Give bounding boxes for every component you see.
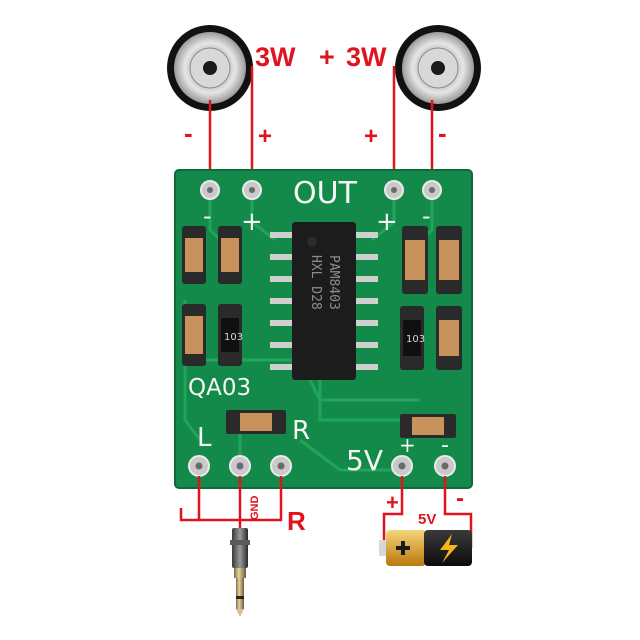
- speaker-right-minus: -: [438, 118, 447, 148]
- speaker-left: [167, 25, 253, 111]
- speaker-left-plus: +: [258, 123, 272, 150]
- out-label: OUT: [293, 176, 358, 211]
- battery-plus-label: +: [386, 490, 399, 515]
- input-r-label: R: [292, 416, 310, 446]
- input-l-label: L: [197, 423, 212, 453]
- out-minus-left: -: [203, 202, 212, 230]
- board-model-label: QA03: [188, 375, 251, 401]
- speaker-left-center: [203, 61, 217, 75]
- speaker-left-minus: -: [184, 118, 193, 148]
- power-plus-label: +: [319, 42, 335, 72]
- battery-wires: [382, 476, 473, 548]
- speaker-right-center: [431, 61, 445, 75]
- speaker-right-plus: +: [364, 123, 378, 150]
- audio-wires: [179, 476, 283, 530]
- speaker-right: [395, 25, 481, 111]
- chip-body: [292, 222, 356, 380]
- power-left-label: 3W: [255, 42, 296, 72]
- out-plus-left: +: [241, 207, 263, 237]
- input-resistor: [226, 410, 286, 434]
- amplifier-board: OUT - + + - PAM8403 HXL D28: [174, 169, 473, 489]
- input-pads: [188, 455, 292, 477]
- small-cap-right-code: 103: [406, 334, 425, 345]
- power-minus-silk: -: [441, 433, 449, 458]
- small-cap-left-code: 103: [224, 332, 243, 343]
- power-plus-silk: +: [399, 433, 416, 457]
- battery-voltage-label: 5V: [418, 511, 436, 528]
- amplifier-chip: PAM8403 HXL D28: [270, 222, 378, 380]
- battery-minus-label: -: [456, 485, 464, 512]
- capacitors-left: 103: [182, 226, 243, 366]
- power-5v-label: 5V: [346, 444, 383, 477]
- power-resistor: [400, 414, 456, 438]
- chip-model-text: PAM8403: [326, 255, 341, 310]
- output-pads: [200, 180, 442, 200]
- battery-icon: [379, 530, 472, 566]
- audio-r-label: R: [287, 506, 306, 536]
- capacitors-right: 103: [400, 226, 462, 370]
- out-plus-right: +: [376, 207, 398, 237]
- chip-code-text: HXL D28: [308, 255, 323, 310]
- gnd-label: GND: [249, 496, 261, 521]
- out-minus-right: -: [422, 202, 431, 230]
- power-right-label: 3W: [346, 42, 387, 72]
- audio-jack-icon: [230, 528, 250, 617]
